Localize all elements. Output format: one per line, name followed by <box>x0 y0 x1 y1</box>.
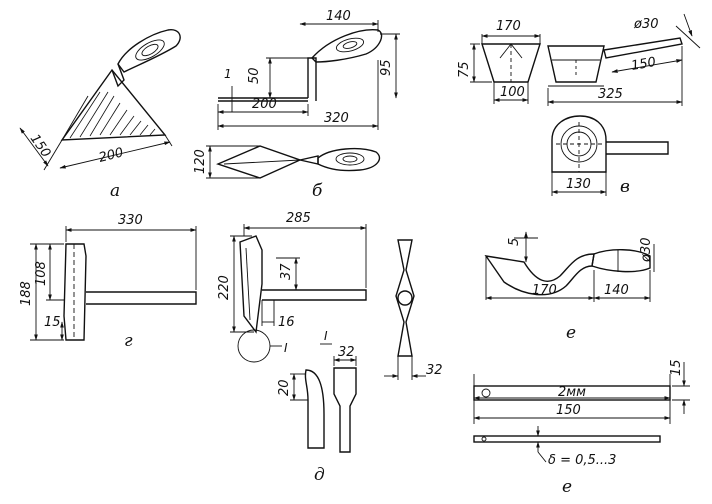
fig-e-dim-r: 5 <box>507 238 522 246</box>
fig-d-dim-h1: 37 <box>279 263 294 280</box>
fig-e-caption: е <box>566 323 576 343</box>
figure-b-trowel: 140 1 50 95 200 320 120 б <box>193 9 400 201</box>
fig-b-dim-height: 50 <box>247 67 262 84</box>
fig-e-dim-handle-d: ø30 <box>639 238 654 264</box>
figure-v-bucket: 170 75 100 ø30 150 325 <box>457 13 701 197</box>
figure-g-hammer: 330 188 108 15 г <box>19 213 197 351</box>
fig-b-dim-thickness: 1 <box>224 67 232 81</box>
fig-g-dim-h2: 108 <box>34 261 49 286</box>
figure-a-trowel: 150 200 а <box>19 29 181 201</box>
fig-e-dim-handle: 140 <box>604 283 629 298</box>
fig-d-dim-total: 285 <box>286 211 311 226</box>
fig-d-caption: д <box>314 465 325 485</box>
figure-d-pickaxe: 285 220 37 16 I 32 I 20 32 д <box>217 211 443 485</box>
fig-b-dim-total: 320 <box>324 111 349 126</box>
fig-ye-caption: е <box>562 477 572 497</box>
fig-ye-dim-w: 15 <box>669 359 684 376</box>
fig-v-dim-handle-d: ø30 <box>633 17 659 32</box>
fig-v-caption: в <box>620 177 630 197</box>
fig-d-dim-side: 32 <box>426 363 443 378</box>
fig-v-dim-bottom: 100 <box>500 85 525 100</box>
fig-b-caption: б <box>312 181 323 201</box>
fig-v-dim-height: 75 <box>457 61 472 78</box>
fig-b-dim-blade: 200 <box>252 97 277 112</box>
fig-d-dim-height: 220 <box>217 275 232 300</box>
fig-v-dim-top: 170 <box>496 19 521 34</box>
fig-g-dim-total: 330 <box>118 213 143 228</box>
fig-d-dim-blade: 32 <box>338 345 355 360</box>
fig-a-dim-length: 200 <box>97 145 125 166</box>
fig-d-detail-mark: I <box>284 341 288 355</box>
fig-v-dim-handle-len: 150 <box>630 55 657 74</box>
figure-e-jointer: 5 ø30 170 140 е <box>484 231 655 343</box>
fig-d-dim-w1: 16 <box>278 315 295 330</box>
fig-a-caption: а <box>110 181 120 201</box>
fig-d-dim-tip: 20 <box>277 379 292 396</box>
fig-a-dim-width: 150 <box>27 132 54 161</box>
fig-b-dim-top: 140 <box>326 9 351 24</box>
fig-d-detail-title: I <box>324 329 328 343</box>
fig-v-dim-total: 325 <box>598 87 623 102</box>
figure-ye-strip: 2мм 150 15 δ = 0,5...3 е <box>473 359 690 497</box>
fig-e-dim-curve: 170 <box>532 283 557 298</box>
fig-b-dim-width: 120 <box>193 149 208 174</box>
fig-ye-dim-length: 150 <box>556 403 581 418</box>
fig-ye-dim-thick: δ = 0,5...3 <box>548 453 616 468</box>
fig-b-dim-total-height: 95 <box>379 59 394 76</box>
fig-g-dim-h1: 188 <box>19 281 34 306</box>
fig-ye-dim-hole: 2мм <box>558 385 586 400</box>
fig-v-dim-base: 130 <box>566 177 591 192</box>
fig-g-caption: г <box>124 331 133 351</box>
fig-g-dim-t: 15 <box>44 315 61 330</box>
